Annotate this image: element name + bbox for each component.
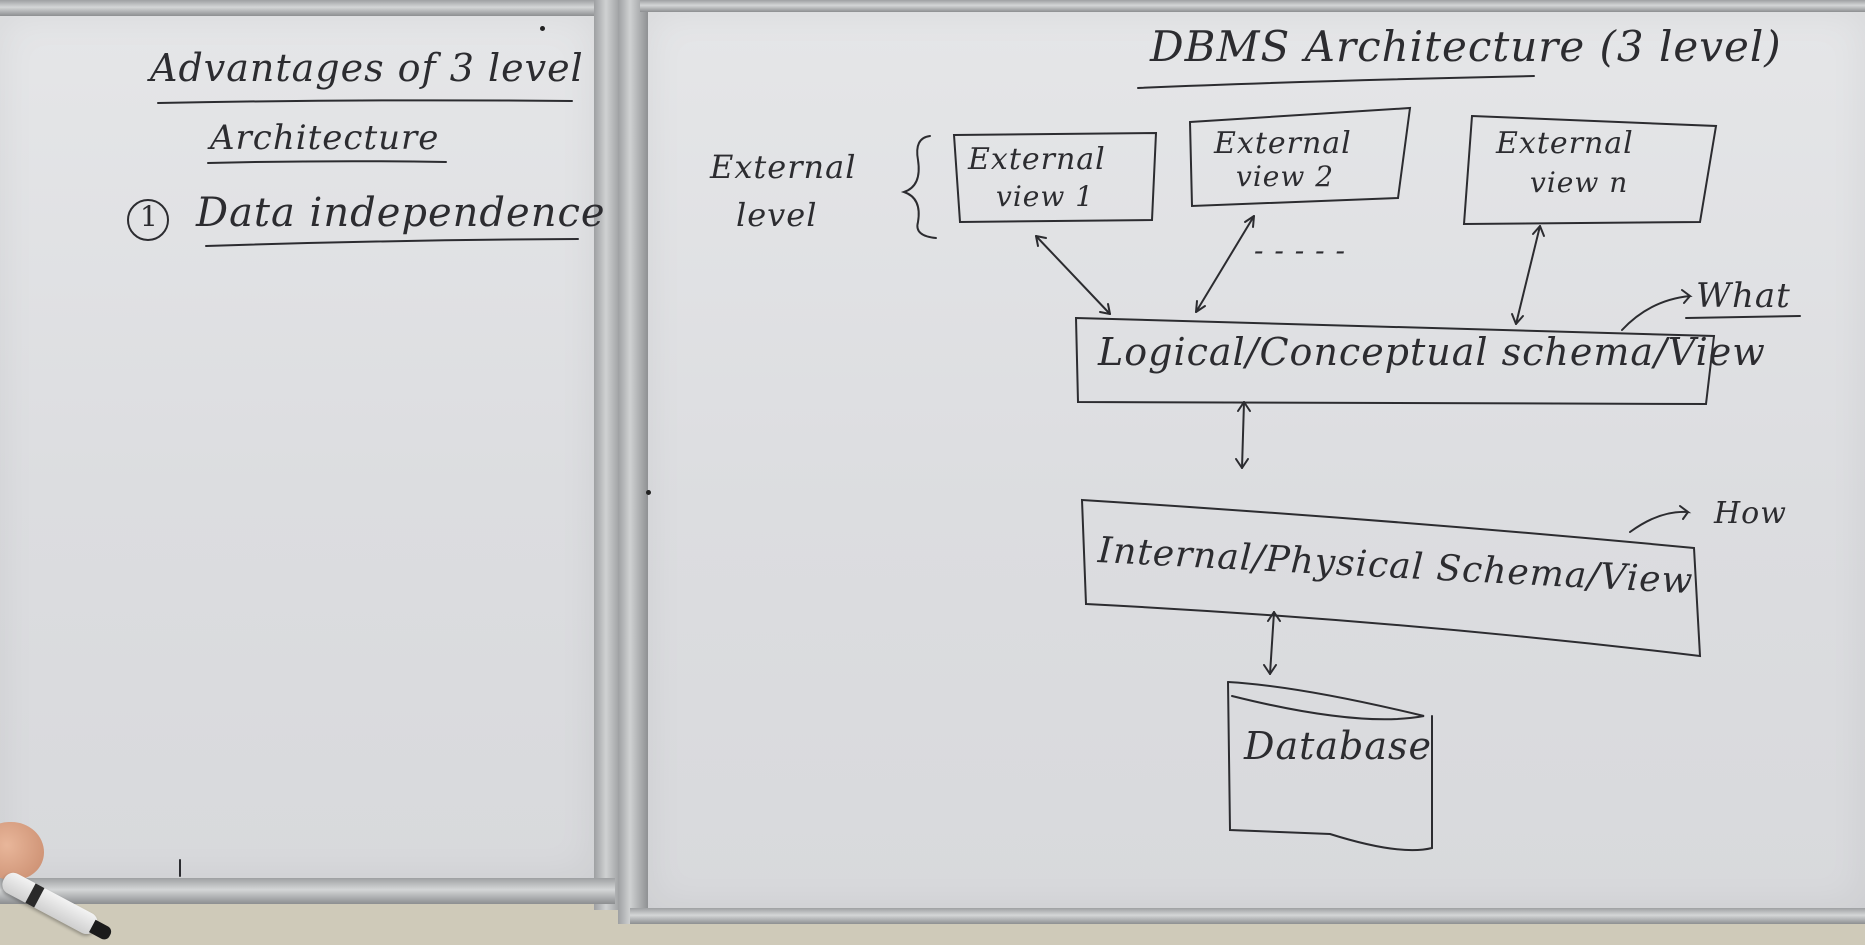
left-board-bottom-frame: [0, 878, 615, 904]
architecture-subtitle: Architecture: [210, 118, 440, 158]
arrowhead: [1511, 313, 1524, 325]
board-dot: [540, 26, 545, 31]
view-n-line1: External: [1496, 126, 1634, 161]
arrow-logical-internal: [1241, 401, 1245, 469]
arrowhead: [1244, 215, 1255, 228]
diagram-strokes: [127, 75, 1801, 877]
view-1-box: [952, 131, 1158, 224]
arrow-viewn-logical: [1515, 225, 1541, 325]
item-number-circle: [127, 199, 169, 241]
item-number: 1: [140, 200, 159, 233]
data-independence-item: Data independence: [196, 190, 606, 236]
what-pointer: [1621, 289, 1693, 331]
internal-box: [1080, 498, 1702, 658]
dbms-architecture-title: DBMS Architecture (3 level): [1150, 22, 1782, 71]
view-2-line2: view 2: [1236, 160, 1335, 193]
external-level-brace: [900, 135, 937, 239]
right-whiteboard: [648, 12, 1865, 908]
arrow-internal-database: [1269, 611, 1275, 675]
view-2-box: [1188, 106, 1412, 208]
views-ellipsis: - - - - -: [1254, 234, 1346, 267]
arrowhead: [1035, 235, 1047, 247]
arrowhead: [1263, 664, 1277, 675]
external-level-label-2: level: [736, 196, 818, 234]
view-1-line2: view 1: [996, 180, 1095, 213]
what-underline: [1685, 315, 1801, 319]
arrowhead: [1099, 303, 1111, 315]
arrowhead: [1195, 300, 1206, 313]
arrowhead: [1532, 225, 1545, 237]
arrow-view2-logical: [1195, 215, 1255, 313]
view-n-box: [1462, 114, 1718, 226]
how-pointer: [1629, 505, 1692, 533]
data-independence-underline: [205, 238, 579, 247]
database-body: [1227, 681, 1433, 852]
database-top: [1227, 681, 1425, 721]
right-board-bottom-frame: [630, 908, 1865, 924]
board-dot: [646, 490, 651, 495]
view-n-line2: view n: [1530, 166, 1629, 199]
arrow-view1-logical: [1035, 235, 1111, 315]
how-label: How: [1714, 496, 1787, 531]
what-label: What: [1696, 276, 1791, 316]
right-title-underline: [1137, 75, 1535, 89]
marker-band: [25, 883, 45, 908]
logical-schema-label: Logical/Conceptual schema/View: [1098, 330, 1766, 374]
database-label: Database: [1244, 724, 1433, 768]
arrowhead: [1235, 458, 1249, 469]
view-2-line1: External: [1214, 126, 1352, 161]
arrowhead: [1267, 611, 1281, 622]
right-board-left-frame: [618, 0, 648, 924]
architecture-underline: [207, 160, 447, 164]
view-1-line1: External: [968, 142, 1106, 177]
right-board-top-frame: [640, 0, 1865, 12]
arrowhead: [1237, 401, 1251, 412]
left-board-top-frame: [0, 0, 620, 16]
title-underline: [157, 99, 573, 104]
left-whiteboard: [0, 16, 594, 878]
logical-box: [1074, 316, 1716, 406]
advantages-title: Advantages of 3 level: [150, 46, 584, 90]
external-level-label-1: External: [710, 148, 857, 186]
